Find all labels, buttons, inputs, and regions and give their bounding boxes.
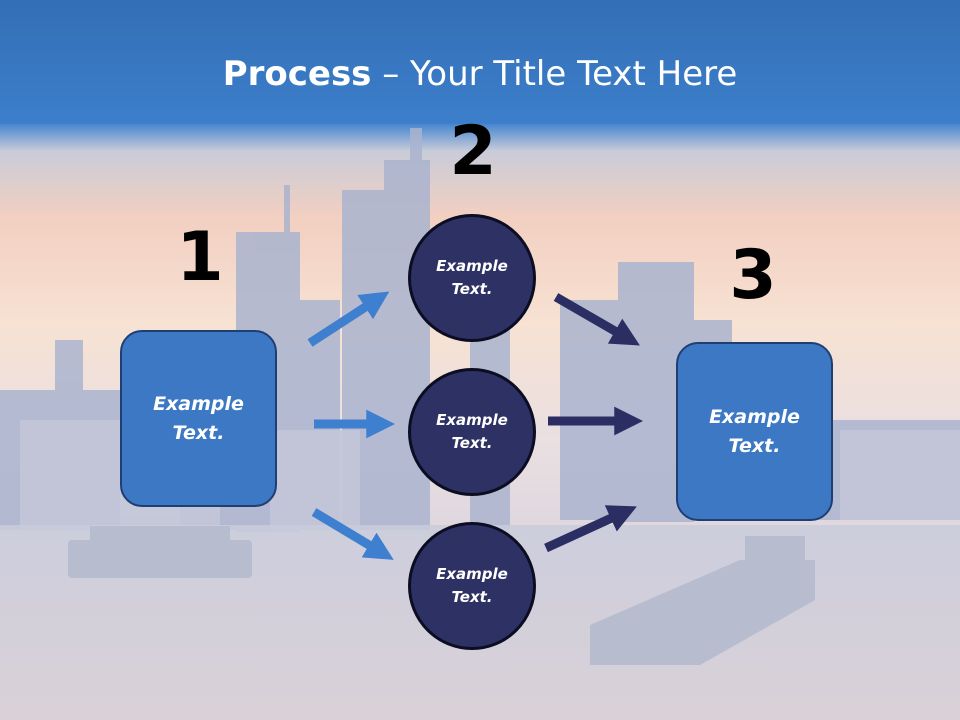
title-rest: – Your Title Text Here: [371, 54, 738, 94]
title-bold: Process: [222, 54, 372, 94]
slide-title: Process – Your Title Text Here: [0, 48, 960, 100]
circle-middle: Example Text.: [408, 368, 536, 496]
circle-bottom-text: Example Text.: [436, 565, 508, 606]
circle-middle-text: Example Text.: [436, 411, 508, 452]
arrow-1-to-circle-top: [307, 291, 390, 347]
step-3-box: Example Text.: [676, 342, 833, 521]
circle-bottom: Example Text.: [408, 522, 536, 650]
arrow-1-to-circle-bottom: [311, 508, 394, 560]
step-1-box-text: Example Text.: [153, 392, 244, 444]
arrow-circle-bottom-to-3: [544, 505, 637, 553]
circle-top: Example Text.: [408, 214, 536, 342]
circle-top-text: Example Text.: [436, 257, 508, 298]
step-1-box: Example Text.: [120, 330, 277, 507]
step-3-box-text: Example Text.: [709, 405, 800, 457]
step-number-3: 3: [729, 236, 777, 315]
step-number-1: 1: [176, 218, 224, 297]
step-number-2: 2: [449, 112, 497, 191]
arrow-circle-top-to-3: [553, 293, 640, 346]
